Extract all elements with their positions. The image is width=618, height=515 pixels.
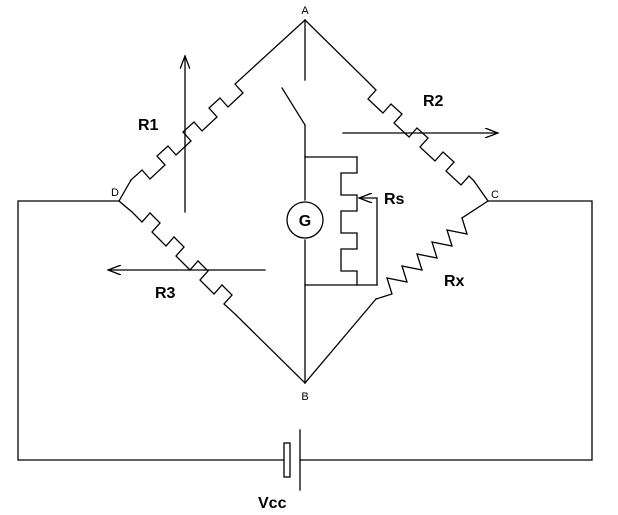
node-label-c: C [491, 189, 499, 201]
resistor-r2 [304, 19, 489, 202]
supply-loop [17, 200, 593, 461]
node-label-b: B [301, 391, 308, 403]
resistor-rx [304, 200, 489, 384]
label-rx: Rx [444, 273, 465, 290]
resistor-r3 [118, 200, 306, 384]
rheostat-rs [340, 156, 378, 286]
label-r2: R2 [423, 93, 444, 110]
label-rs: Rs [384, 191, 405, 208]
label-r1: R1 [138, 117, 159, 134]
middle-branch [281, 19, 378, 384]
label-vcc: Vcc [258, 495, 287, 512]
node-label-a: A [301, 5, 309, 17]
label-r3: R3 [155, 285, 176, 302]
node-label-d: D [111, 187, 119, 199]
galvanometer-label: G [299, 213, 311, 230]
galvanometer: G [286, 201, 324, 239]
resistor-r1 [118, 19, 306, 202]
battery-vcc [283, 429, 301, 491]
